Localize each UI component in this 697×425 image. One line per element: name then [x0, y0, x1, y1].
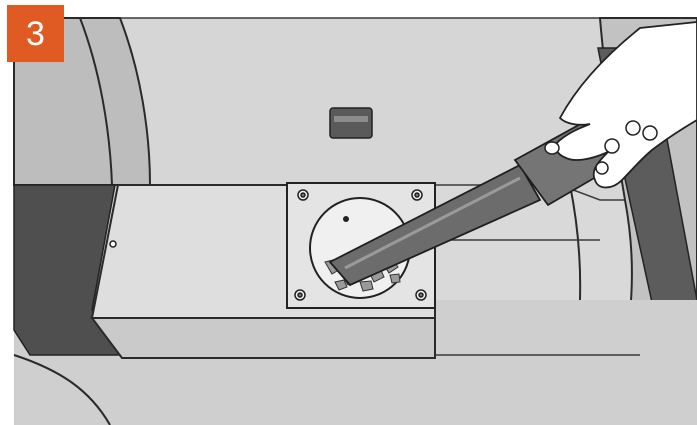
left-drum-inner-edge — [79, 17, 113, 186]
firepot-screw — [109, 240, 117, 248]
step-number-badge: 3 — [7, 5, 64, 62]
plate-screws — [294, 189, 427, 301]
hand — [554, 21, 697, 189]
opening-hole — [343, 216, 349, 222]
hand-knuckles — [544, 120, 658, 175]
wall-bracket-highlight — [334, 116, 368, 122]
firepot-front — [90, 317, 436, 359]
wall-bracket — [329, 107, 373, 139]
floor-left-curve — [13, 354, 111, 425]
tool-highlight — [344, 176, 521, 270]
floor-ledge — [435, 239, 640, 356]
